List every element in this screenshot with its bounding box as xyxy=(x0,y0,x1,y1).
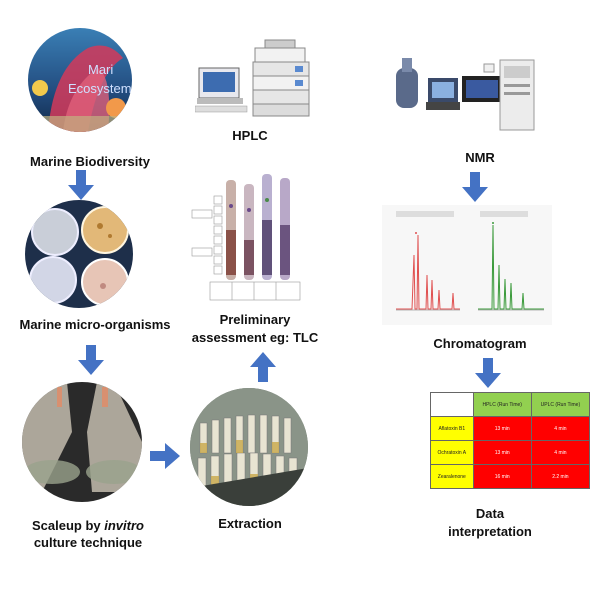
table-row: Aflatoxin B1 13 min 4 min xyxy=(430,416,591,441)
table-cell: Zearalenone xyxy=(430,464,474,489)
arrow-down-chromatogram xyxy=(475,358,501,388)
arrow-down-2 xyxy=(78,345,104,375)
tlc-plate-image xyxy=(188,170,306,305)
arrow-right xyxy=(150,443,180,469)
label-preliminary-1: Preliminary xyxy=(219,312,291,327)
table-header-cell: HPLC (Run Time) xyxy=(472,392,532,417)
table-cell: Aflatoxin B1 xyxy=(430,416,474,441)
chromatogram-image xyxy=(382,205,552,325)
scaleup-italic: invitro xyxy=(104,518,144,533)
label-chromatogram: Chromatogram xyxy=(433,336,527,351)
culture-flask-image xyxy=(22,382,142,502)
table-cell: 4 min xyxy=(530,416,591,441)
label-hplc: HPLC xyxy=(232,128,268,143)
table-cell: 16 min xyxy=(472,464,532,489)
table-header-cell xyxy=(430,392,474,417)
label-scaleup-line1: Scaleup by invitro xyxy=(28,518,148,533)
data-interpretation-table: HPLC (Run Time) UPLC (Run Time) Aflatoxi… xyxy=(430,392,591,489)
table-cell: 13 min xyxy=(472,416,532,441)
hplc-instrument-image xyxy=(195,38,325,120)
arrow-down-nmr xyxy=(462,172,488,202)
marine-ecosystem-image: Mari Ecosystem xyxy=(28,28,132,132)
arrow-down-1 xyxy=(68,170,94,200)
table-cell: 13 min xyxy=(472,440,532,465)
extraction-image xyxy=(190,388,308,506)
scaleup-prefix: Scaleup by xyxy=(32,518,105,533)
table-cell: 2.2 min xyxy=(530,464,591,489)
petri-dish-image xyxy=(25,200,133,308)
ecosystem-text-line2: Ecosystem xyxy=(68,81,132,96)
label-marine-biodiversity: Marine Biodiversity xyxy=(30,154,150,169)
table-cell: 4 min xyxy=(530,440,591,465)
table-header-row: HPLC (Run Time) UPLC (Run Time) xyxy=(430,392,591,417)
table-header-cell: UPLC (Run Time) xyxy=(530,392,591,417)
nmr-instrument-image xyxy=(388,38,538,138)
label-data-interp-2: interpretation xyxy=(448,524,532,539)
label-marine-micro-organisms: Marine micro-organisms xyxy=(19,317,171,332)
table-row: Ochratoxin A 13 min 4 min xyxy=(430,440,591,465)
label-preliminary-2: assessment eg: TLC xyxy=(191,330,319,345)
label-nmr: NMR xyxy=(465,150,495,165)
arrow-up xyxy=(250,352,276,382)
ecosystem-text-line1: Mari xyxy=(88,62,114,77)
label-data-interp-1: Data xyxy=(475,506,505,521)
label-scaleup-line2: culture technique xyxy=(33,535,143,550)
table-cell: Ochratoxin A xyxy=(430,440,474,465)
table-row: Zearalenone 16 min 2.2 min xyxy=(430,464,591,489)
label-extraction: Extraction xyxy=(218,516,282,531)
